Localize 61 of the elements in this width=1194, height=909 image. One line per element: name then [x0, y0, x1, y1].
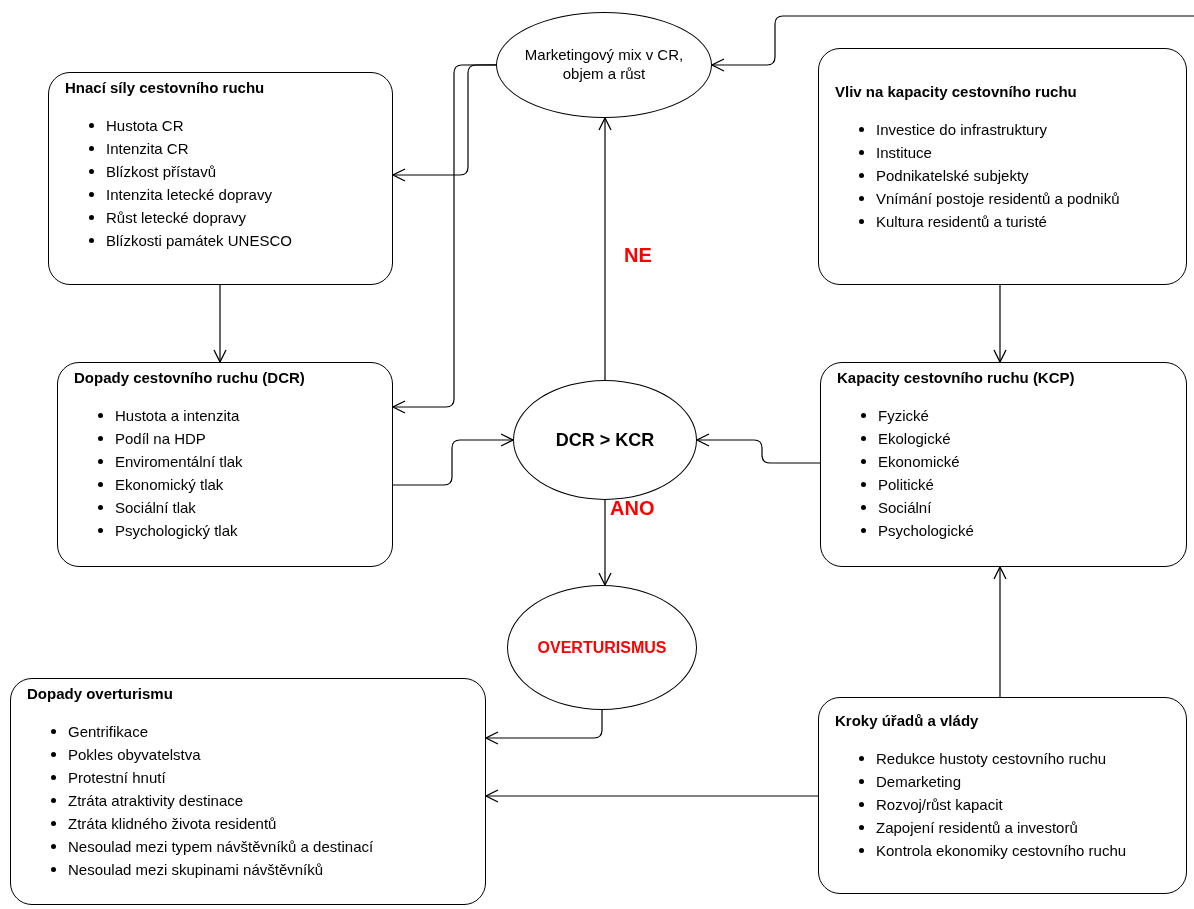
- list-item: Politické: [878, 474, 934, 495]
- list-item: Gentrifikace: [68, 721, 149, 742]
- list-item: Fyzické: [878, 405, 929, 426]
- list-item: Demarketing: [876, 771, 962, 792]
- arrow: [598, 117, 612, 381]
- list-item: Psychologický tlak: [115, 520, 238, 541]
- list-item: Ztráta atraktivity destinace: [68, 790, 244, 811]
- arrow: [993, 284, 1007, 363]
- rounded-box: [10, 678, 486, 905]
- list-item: Zapojení residentů a investorů: [876, 817, 1078, 838]
- list-item: Podnikatelské subjekty: [876, 165, 1029, 186]
- arrow: [711, 15, 1194, 72]
- rounded-box: [818, 48, 1187, 285]
- list-item: Pokles obyvatelstva: [68, 744, 201, 765]
- list-item: Blízkosti památek UNESCO: [106, 230, 292, 251]
- list-item: Kontrola ekonomiky cestovního ruchu: [876, 840, 1127, 861]
- list-item: Intenzita letecké dopravy: [106, 184, 272, 205]
- box-heading: Dopady overturismu: [27, 685, 174, 704]
- box-heading: Kroky úřadů a vlády: [835, 712, 980, 731]
- ellipse-label: Marketingový mix v CR, objem a růst: [523, 46, 685, 84]
- arrow: [485, 709, 603, 745]
- list-item: Instituce: [876, 142, 932, 163]
- list-item: Blízkost přístavů: [106, 161, 217, 182]
- list-item: Enviromentální tlak: [115, 451, 243, 472]
- list-item: Ekonomický tlak: [115, 474, 224, 495]
- arrow: [696, 433, 821, 464]
- rounded-box: [48, 72, 393, 285]
- list-item: Psychologické: [878, 520, 974, 541]
- box-heading: Kapacity cestovního ruchu (KCP): [837, 369, 1076, 388]
- list-item: Ztráta klidného života residentů: [68, 813, 277, 834]
- list-item: Sociální tlak: [115, 497, 196, 518]
- rounded-box: [820, 362, 1187, 567]
- list-item: Investice do infrastruktury: [876, 119, 1047, 140]
- list-item: Hustota a intenzita: [115, 405, 240, 426]
- list-item: Nesoulad mezi typem návštěvníků a destinací: [68, 836, 374, 857]
- list-item: Protestní hnutí: [68, 767, 166, 788]
- list-item: Ekologické: [878, 428, 951, 449]
- list-item: Kultura residentů a turisté: [876, 211, 1047, 232]
- list-item: Ekonomické: [878, 451, 960, 472]
- arrow: [392, 64, 497, 414]
- list-item: Nesoulad mezi skupinami návštěvníků: [68, 859, 324, 880]
- box-heading: Hnací síly cestovního ruchu: [65, 79, 266, 98]
- list-item: Rozvoj/růst kapacit: [876, 794, 1003, 815]
- rounded-box: [818, 697, 1187, 894]
- ellipse-label: OVERTURISMUS: [537, 637, 667, 658]
- list-item: Intenzita CR: [106, 138, 189, 159]
- arrow: [392, 433, 514, 486]
- list-item: Růst letecké dopravy: [106, 207, 247, 228]
- arrow: [485, 789, 819, 803]
- list-item: Hustota CR: [106, 115, 184, 136]
- box-heading: Dopady cestovního ruchu (DCR): [74, 369, 306, 388]
- rounded-box: [57, 362, 393, 567]
- list-item: Sociální: [878, 497, 932, 518]
- list-item: Redukce hustoty cestovního ruchu: [876, 748, 1107, 769]
- list-item: Vnímání postoje residentů a podniků: [876, 188, 1120, 209]
- ellipse-label: DCR > KCR: [555, 428, 655, 452]
- list-item: Podíl na HDP: [115, 428, 206, 449]
- arrow: [213, 284, 227, 363]
- arrow: [598, 499, 612, 586]
- box-heading: Vliv na kapacity cestovního ruchu: [835, 83, 1078, 102]
- arrow: [993, 566, 1007, 698]
